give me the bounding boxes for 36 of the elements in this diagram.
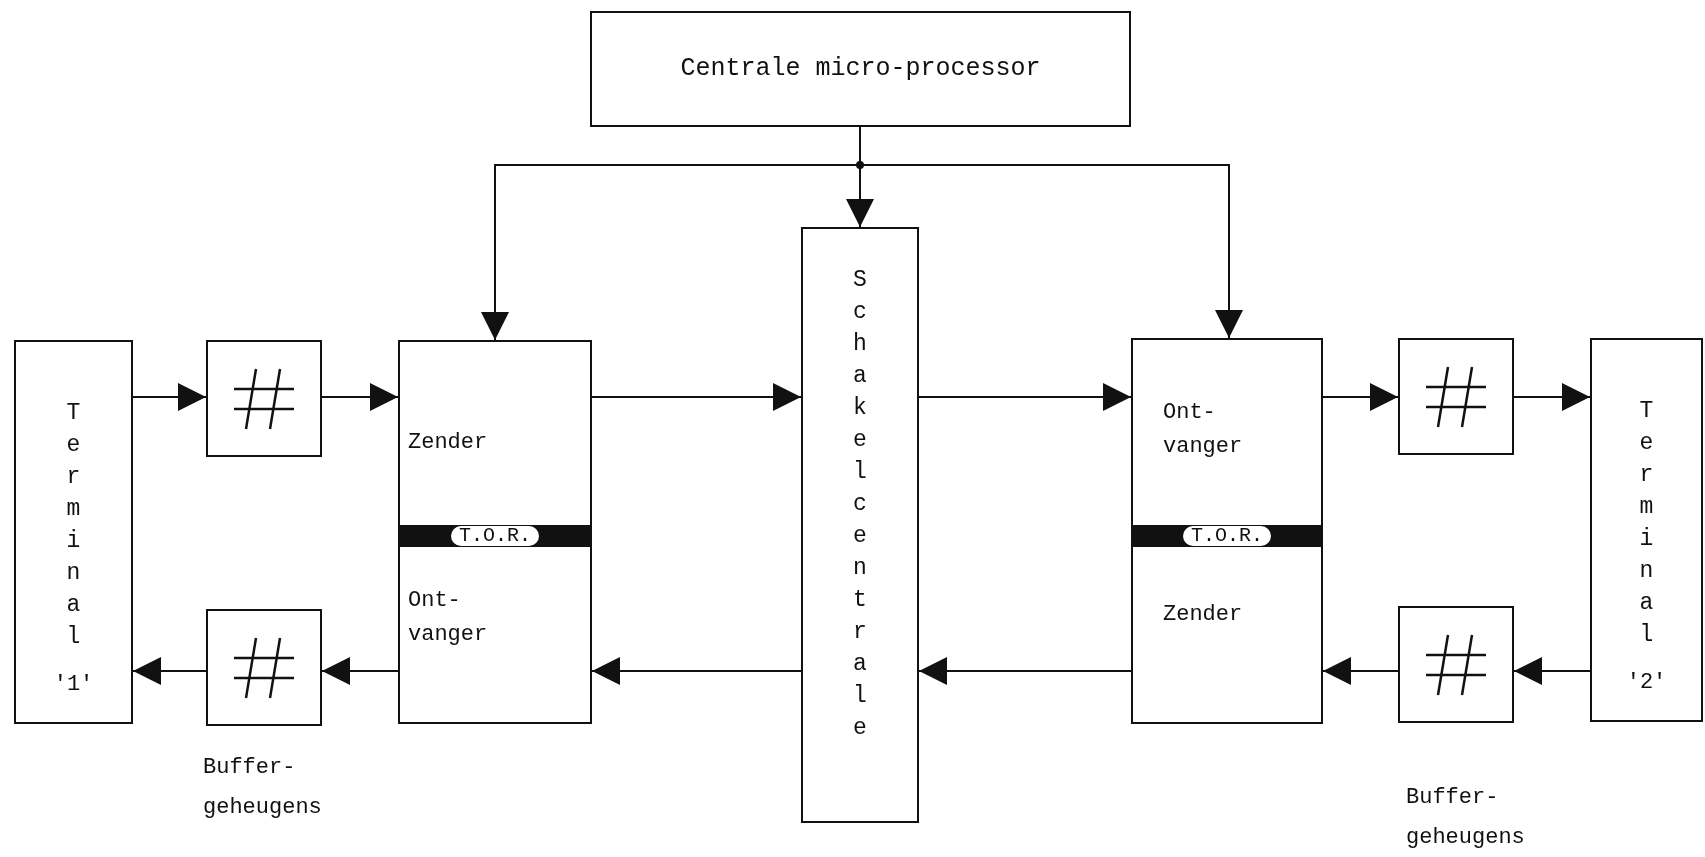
arrow bbox=[1513, 657, 1591, 685]
box-label: Schakelcentrale bbox=[852, 266, 868, 743]
arrow bbox=[1322, 383, 1399, 411]
box-label: '2' bbox=[1626, 669, 1667, 697]
transceiver-box bbox=[398, 340, 592, 724]
caption-label: Buffer- geheugens bbox=[1406, 784, 1526, 852]
box-label: '1' bbox=[53, 671, 94, 699]
switch-box bbox=[801, 227, 919, 823]
box-label: Ont- vanger bbox=[1163, 399, 1244, 461]
arrow bbox=[591, 383, 802, 411]
arrow bbox=[918, 657, 1132, 685]
arrow bbox=[591, 657, 802, 685]
transceiver-box bbox=[1131, 338, 1323, 724]
caption-label: Buffer- geheugens bbox=[203, 754, 323, 822]
box-label: Centrale micro-processor bbox=[680, 53, 1041, 85]
box-label: Ont- vanger bbox=[408, 587, 489, 649]
terminal-box bbox=[14, 340, 133, 724]
arrow bbox=[1322, 657, 1399, 685]
buffer-box bbox=[1398, 338, 1514, 455]
arrow bbox=[321, 657, 399, 685]
arrow bbox=[1513, 383, 1591, 411]
terminal-box bbox=[1590, 338, 1703, 722]
processor-box bbox=[590, 11, 1131, 127]
buffer-box bbox=[206, 609, 322, 726]
band-label: T.O.R. bbox=[1183, 526, 1271, 546]
box-label: Zender bbox=[1163, 601, 1243, 629]
box-label: Zender bbox=[408, 429, 488, 457]
arrow bbox=[132, 657, 207, 685]
band-label: T.O.R. bbox=[451, 526, 539, 546]
box-label: Terminal bbox=[1638, 397, 1655, 650]
arrow bbox=[321, 383, 399, 411]
box-label: Terminal bbox=[65, 399, 82, 652]
arrow bbox=[132, 383, 207, 411]
buffer-box bbox=[1398, 606, 1514, 723]
buffer-box bbox=[206, 340, 322, 457]
arrow bbox=[918, 383, 1132, 411]
